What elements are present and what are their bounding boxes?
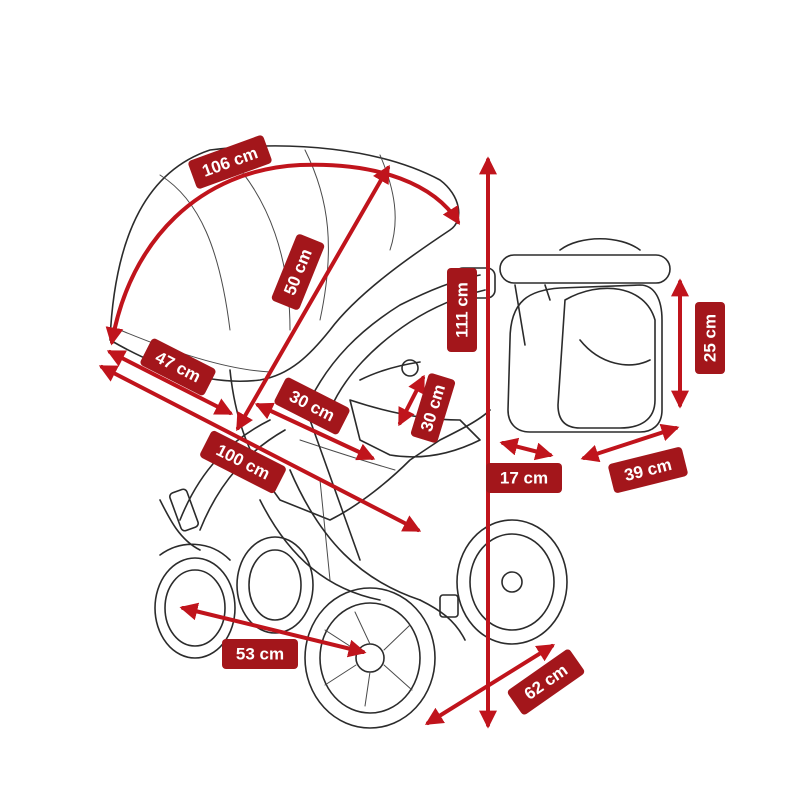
dim-bag-depth [499,437,554,461]
dim-wheelbase [179,602,367,658]
svg-text:25 cm: 25 cm [701,314,720,362]
label-bag-depth: 17 cm [486,463,562,493]
dim-total-width [424,644,556,725]
dim-canopy-arc [105,162,460,346]
dim-backrest-height [398,374,425,427]
bag [499,237,671,433]
svg-text:111 cm: 111 cm [453,282,472,338]
label-bag-height: 25 cm [695,302,725,374]
svg-text:53 cm: 53 cm [236,645,284,664]
dim-canopy-depth [236,164,390,432]
dimension-lines [98,156,689,729]
label-backrest-height: 30 cm [410,373,456,443]
label-seat-length: 47 cm [140,338,216,396]
svg-text:17 cm: 17 cm [500,469,548,488]
label-total-height: 111 cm [447,268,477,352]
rear-wheel-right [236,536,314,634]
label-total-width: 62 cm [507,649,585,715]
label-wheelbase: 53 cm [222,639,298,669]
stroller-line-art [109,145,671,729]
front-wheel-right [456,519,568,645]
dim-seat-width [254,402,376,461]
label-bag-width: 39 cm [608,447,688,493]
front-wheel [304,587,436,729]
dim-bag-width [580,423,680,463]
